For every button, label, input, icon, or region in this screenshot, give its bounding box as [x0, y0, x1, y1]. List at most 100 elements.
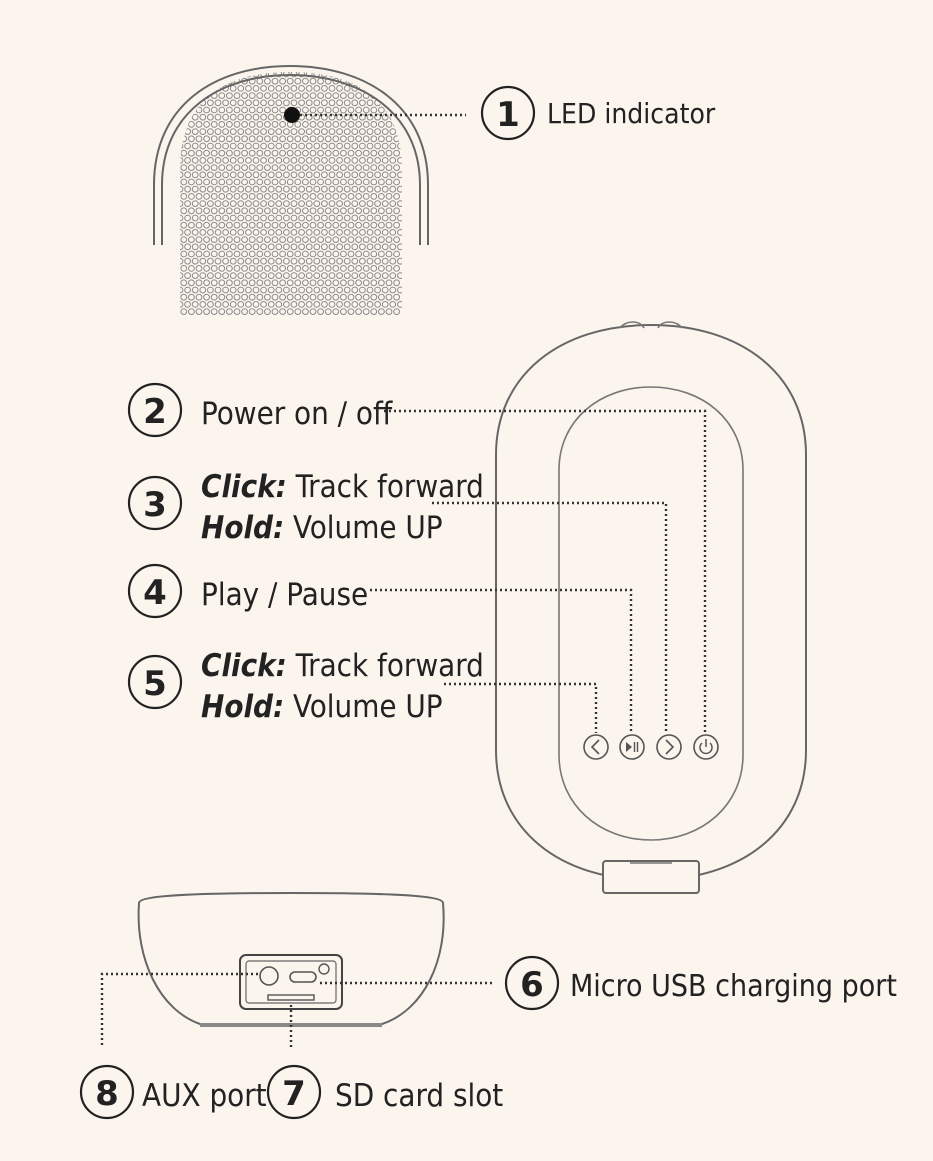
grille-dot	[260, 272, 268, 280]
grille-dot	[347, 308, 355, 316]
grille-dot	[362, 221, 370, 229]
grille-dot	[214, 257, 222, 265]
grille-dot	[302, 149, 309, 157]
grille-dot	[180, 257, 184, 265]
grille-dot	[343, 257, 351, 265]
grille-dot	[317, 135, 325, 143]
svg-text:Hold: Volume UP: Hold: Volume UP	[201, 510, 443, 546]
grille-dot	[302, 106, 309, 114]
grille-dot	[195, 106, 203, 114]
grille-dot	[294, 164, 302, 172]
grille-dot	[275, 229, 283, 236]
grille-dot	[271, 293, 279, 301]
grille-dot	[279, 149, 287, 157]
grille-dot	[397, 85, 402, 92]
grille-dot	[237, 229, 245, 236]
grille-dot	[241, 279, 249, 287]
grille-dot	[275, 72, 283, 78]
grille-dot	[207, 72, 214, 78]
grille-dot	[241, 92, 249, 99]
grille-dot	[248, 207, 256, 215]
grille-dot	[218, 250, 226, 258]
grille-dot	[305, 85, 313, 92]
grille-dot	[233, 265, 241, 272]
grille-dot	[294, 121, 302, 128]
grille-dot	[264, 207, 271, 215]
button-prev[interactable]	[583, 734, 609, 760]
button-play-pause[interactable]	[619, 734, 645, 760]
grille-dot	[248, 135, 256, 143]
grille-dot	[309, 92, 317, 99]
grille-dot	[252, 185, 260, 193]
grille-dot	[237, 200, 245, 208]
grille-dot	[256, 236, 264, 244]
grille-dot	[351, 286, 359, 294]
grille-dot	[366, 185, 374, 193]
grille-dot	[241, 221, 249, 229]
callout-label: Micro USB charging port	[570, 969, 897, 1004]
grille-dot	[229, 229, 237, 236]
grille-dot	[347, 265, 355, 272]
grille-dot	[222, 128, 230, 136]
grille-dot	[188, 135, 195, 143]
grille-dot	[378, 106, 385, 114]
grille-dot	[210, 279, 218, 287]
callout-number: 2	[143, 392, 167, 432]
grille-dot	[210, 207, 218, 215]
grille-dot	[317, 121, 325, 128]
button-power[interactable]	[693, 734, 719, 760]
grille-dot	[264, 121, 271, 128]
grille-dot	[226, 250, 233, 258]
grille-dot	[199, 113, 207, 121]
callout-number: 5	[143, 664, 167, 704]
grille-dot	[328, 185, 336, 193]
grille-dot	[294, 77, 302, 85]
bottom-tab	[602, 860, 700, 894]
grille-dot	[279, 164, 287, 172]
grille-dot	[305, 99, 313, 107]
grille-dot	[340, 308, 347, 316]
grille-dot	[195, 236, 203, 244]
grille-dot	[290, 128, 298, 136]
grille-dot	[245, 214, 252, 222]
grille-dot	[180, 135, 188, 143]
grille-dot	[233, 236, 241, 244]
grille-dot	[191, 200, 199, 208]
grille-dot	[256, 77, 264, 85]
grille-dot	[229, 99, 237, 107]
grille-dot	[283, 301, 290, 308]
grille-dot	[267, 171, 275, 179]
grille-dot	[286, 279, 294, 287]
grille-dot	[336, 301, 344, 308]
button-next[interactable]	[656, 734, 682, 760]
grille-dot	[351, 157, 359, 164]
grille-dot	[237, 171, 245, 179]
grille-dot	[286, 265, 294, 272]
grille-dot	[214, 142, 222, 150]
grille-dot	[290, 214, 298, 222]
grille-dot	[184, 243, 192, 251]
grille-dot	[180, 193, 188, 200]
grille-dot	[362, 193, 370, 200]
grille-dot	[336, 257, 344, 265]
callout-number: 1	[496, 95, 520, 135]
grille-dot	[385, 178, 393, 186]
chevron-right-icon	[665, 739, 675, 755]
grille-dot	[389, 243, 397, 251]
grille-dot	[180, 85, 184, 92]
grille-dot	[317, 279, 325, 287]
grille-dot	[283, 85, 290, 92]
grille-dot	[321, 128, 328, 136]
grille-dot	[210, 308, 218, 316]
grille-dot	[226, 221, 233, 229]
grille-dot	[321, 185, 328, 193]
grille-dot	[195, 308, 203, 316]
svg-text:Click: Track forward: Click: Track forward	[201, 648, 484, 684]
grille-dot	[385, 193, 393, 200]
grille-dot	[264, 279, 271, 287]
hold-prefix: Hold:	[201, 689, 284, 725]
grille-dot	[256, 279, 264, 287]
grille-dot	[324, 164, 332, 172]
grille-dot	[324, 279, 332, 287]
grille-dot	[199, 243, 207, 251]
